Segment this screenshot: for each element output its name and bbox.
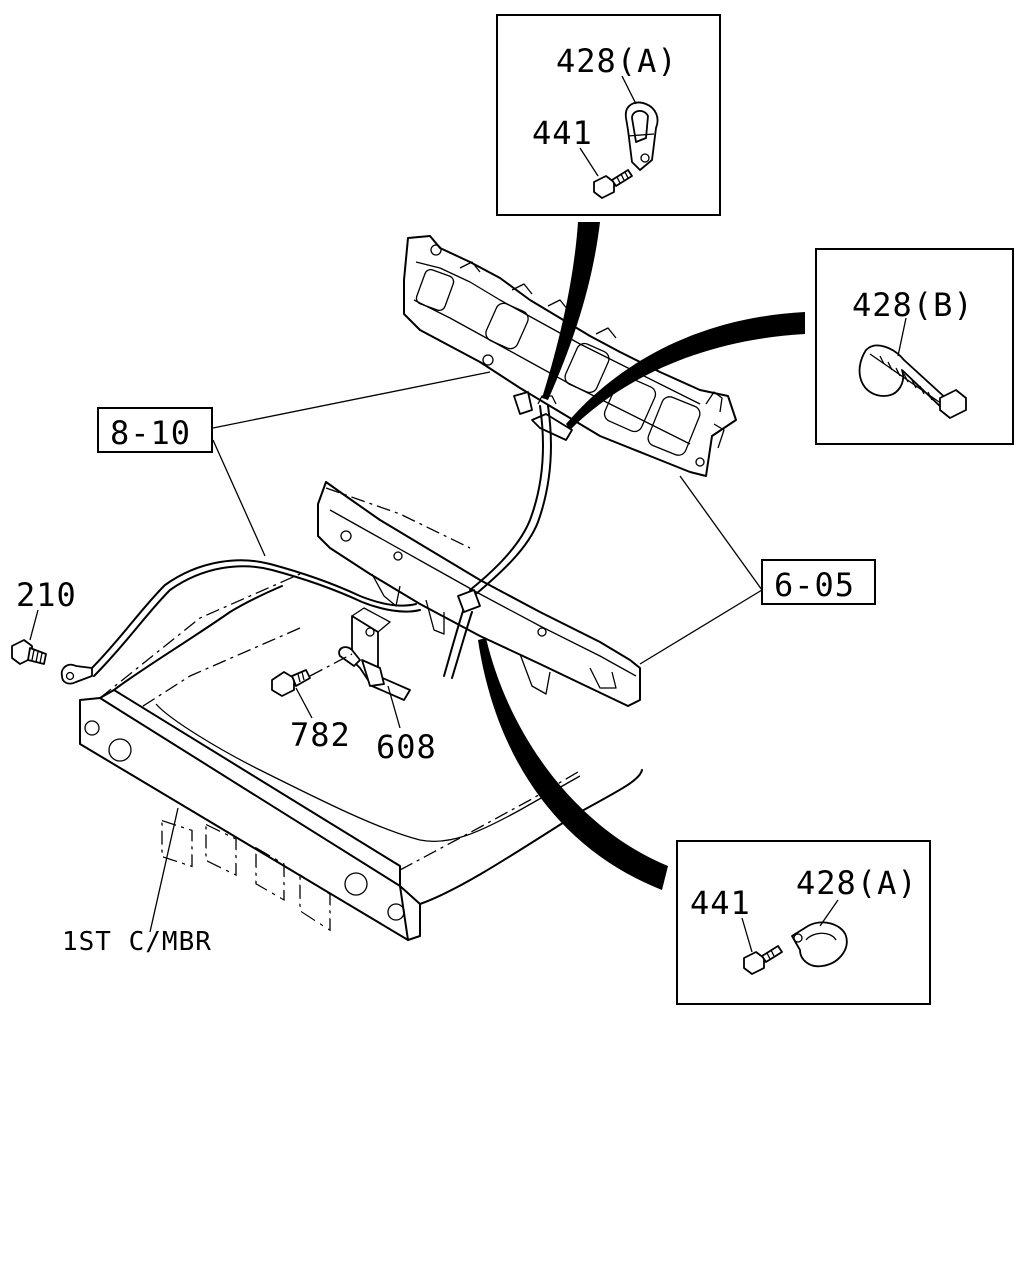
first-cross-member: [79, 573, 643, 941]
leader-210: [29, 609, 39, 641]
label-ref-8-10: 8-10: [110, 414, 191, 452]
bolt-210-icon: [11, 639, 47, 665]
label-441-top: 441: [532, 114, 593, 152]
bracket-608-icon: [338, 607, 411, 701]
label-ref-6-05: 6-05: [774, 566, 855, 604]
leader-428a-top: [621, 75, 637, 105]
label-428b: 428(B): [852, 286, 974, 324]
callout-wedge-top: [542, 222, 600, 400]
label-428a-top: 428(A): [556, 42, 678, 80]
leader-1st-cmbr: [149, 807, 179, 933]
leader-428b: [897, 317, 907, 357]
label-1st-cmbr: 1ST C/MBR: [62, 927, 212, 957]
cross-member-slot: [161, 819, 193, 868]
clip-428a-bottom-icon: [791, 921, 848, 968]
leader-441-top: [579, 147, 599, 177]
ref-box-8-10: [97, 407, 213, 453]
leader-608: [387, 685, 401, 729]
ground-cable: [60, 559, 421, 685]
label-441-bottom: 441: [690, 884, 751, 922]
leader-6-05-a: [679, 475, 763, 591]
leader-6-05-b: [639, 589, 763, 665]
label-608: 608: [376, 728, 437, 766]
callout-wedge-right: [566, 312, 805, 430]
label-428a-bottom: 428(A): [796, 864, 918, 902]
bolt-441-icon: [593, 169, 633, 199]
inset-bottom-frame: [676, 840, 931, 1005]
upper-frame-panel: [403, 235, 737, 477]
cable-band-428b-icon: [858, 344, 967, 419]
leader-782: [295, 687, 313, 719]
clip-428a-icon: [624, 101, 659, 171]
inset-bottom: [676, 840, 931, 1005]
bolt-782-icon: [271, 653, 353, 697]
wire-harness: [443, 395, 557, 679]
callout-wedge-bottom: [478, 638, 668, 890]
inset-top: [496, 14, 721, 216]
bolt-441-bottom-icon: [743, 945, 783, 975]
leader-8-10-a: [212, 371, 491, 429]
ref-box-6-05: [761, 559, 876, 605]
inset-right: [815, 248, 1014, 445]
inset-right-frame: [815, 248, 1014, 445]
front-cross-member: [317, 481, 641, 707]
leader-441-bottom: [741, 917, 753, 953]
leader-428a-bottom: [819, 899, 839, 927]
leader-8-10-b: [212, 439, 266, 557]
label-210: 210: [16, 576, 77, 614]
label-782: 782: [290, 716, 351, 754]
